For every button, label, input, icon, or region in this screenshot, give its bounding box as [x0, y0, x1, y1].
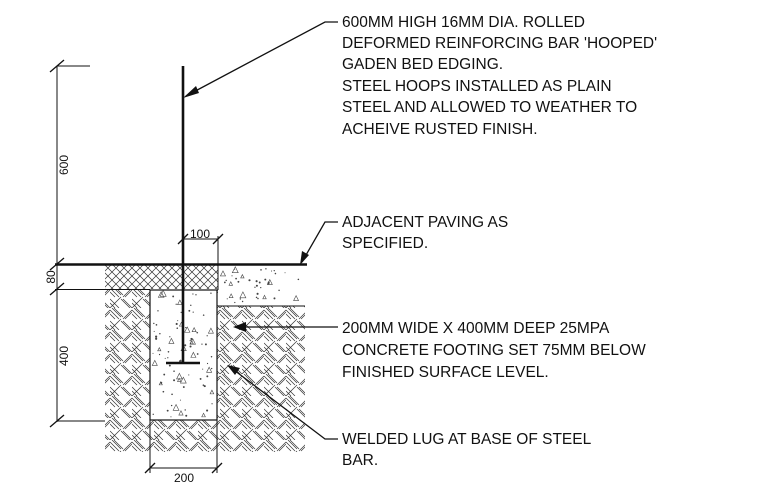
dim-bar-height: 600	[57, 155, 71, 175]
leader-lug	[227, 365, 338, 440]
dimension-footing-width	[144, 420, 223, 474]
svg-text:FINISHED SURFACE LEVEL.: FINISHED SURFACE LEVEL.	[342, 364, 549, 381]
dim-paving-depth: 80	[44, 270, 58, 284]
dimension-chain-left	[49, 59, 105, 428]
svg-text:SPECIFIED.: SPECIFIED.	[342, 235, 428, 252]
leader-paving	[300, 221, 338, 265]
svg-text:DEFORMED REINFORCING BAR 'HOOP: DEFORMED REINFORCING BAR 'HOOPED'	[342, 35, 657, 52]
svg-text:ADJACENT PAVING AS: ADJACENT PAVING AS	[342, 214, 508, 231]
leader-footing	[233, 322, 338, 332]
note-footing: 200MM WIDE X 400MM DEEP 25MPA CONCRETE F…	[342, 320, 646, 381]
leader-bar	[183, 21, 338, 98]
svg-text:CONCRETE FOOTING SET 75MM BELO: CONCRETE FOOTING SET 75MM BELOW	[342, 342, 646, 359]
svg-text:200MM WIDE X 400MM DEEP 25MPA: 200MM WIDE X 400MM DEEP 25MPA	[342, 320, 610, 337]
dim-footing-depth: 400	[57, 346, 71, 366]
note-paving: ADJACENT PAVING AS SPECIFIED.	[342, 214, 508, 252]
svg-text:BAR.: BAR.	[342, 452, 378, 469]
paving-base-hatch	[105, 265, 218, 289]
dimension-bar-offset	[177, 233, 224, 290]
note-bar: 600MM HIGH 16MM DIA. ROLLED DEFORMED REI…	[342, 14, 657, 138]
note-lug: WELDED LUG AT BASE OF STEEL BAR.	[342, 431, 592, 469]
svg-text:WELDED LUG AT BASE OF STEEL: WELDED LUG AT BASE OF STEEL	[342, 431, 592, 448]
adjacent-paving	[218, 265, 305, 307]
svg-text:ACHEIVE RUSTED FINISH.: ACHEIVE RUSTED FINISH.	[342, 121, 538, 138]
svg-text:GADEN BED EDGING.: GADEN BED EDGING.	[342, 56, 503, 73]
svg-text:600MM HIGH 16MM DIA. ROLLED: 600MM HIGH 16MM DIA. ROLLED	[342, 14, 585, 31]
dim-footing-width: 200	[174, 471, 194, 485]
svg-text:STEEL HOOPS INSTALLED AS PLAIN: STEEL HOOPS INSTALLED AS PLAIN	[342, 78, 612, 95]
svg-text:STEEL AND ALLOWED TO WEATHER T: STEEL AND ALLOWED TO WEATHER TO	[342, 99, 637, 116]
dim-bar-offset: 100	[190, 227, 210, 241]
